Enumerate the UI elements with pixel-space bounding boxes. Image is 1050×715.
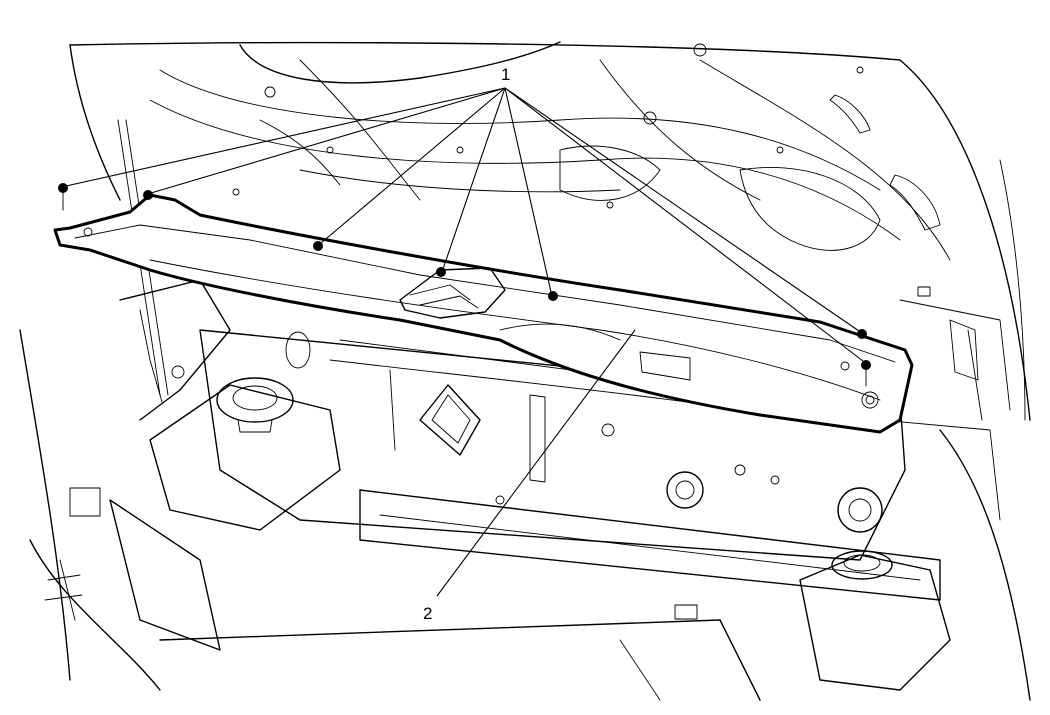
fastener-nut: [548, 291, 558, 301]
callout-2: 2: [423, 604, 432, 623]
fastener-nut: [143, 190, 153, 200]
fasteners: [58, 183, 871, 387]
air-inlet-panel: [53, 193, 914, 434]
fastener-nut: [58, 183, 68, 211]
fastener-nut: [857, 329, 867, 339]
fastener-nut: [313, 241, 323, 251]
hood-outline: [69, 41, 1031, 421]
fastener-nut: [861, 360, 871, 387]
callout-1: 1: [501, 65, 510, 84]
fastener-nut: [436, 267, 446, 277]
hood-holes: [232, 43, 864, 209]
leader-lines: [65, 87, 864, 597]
